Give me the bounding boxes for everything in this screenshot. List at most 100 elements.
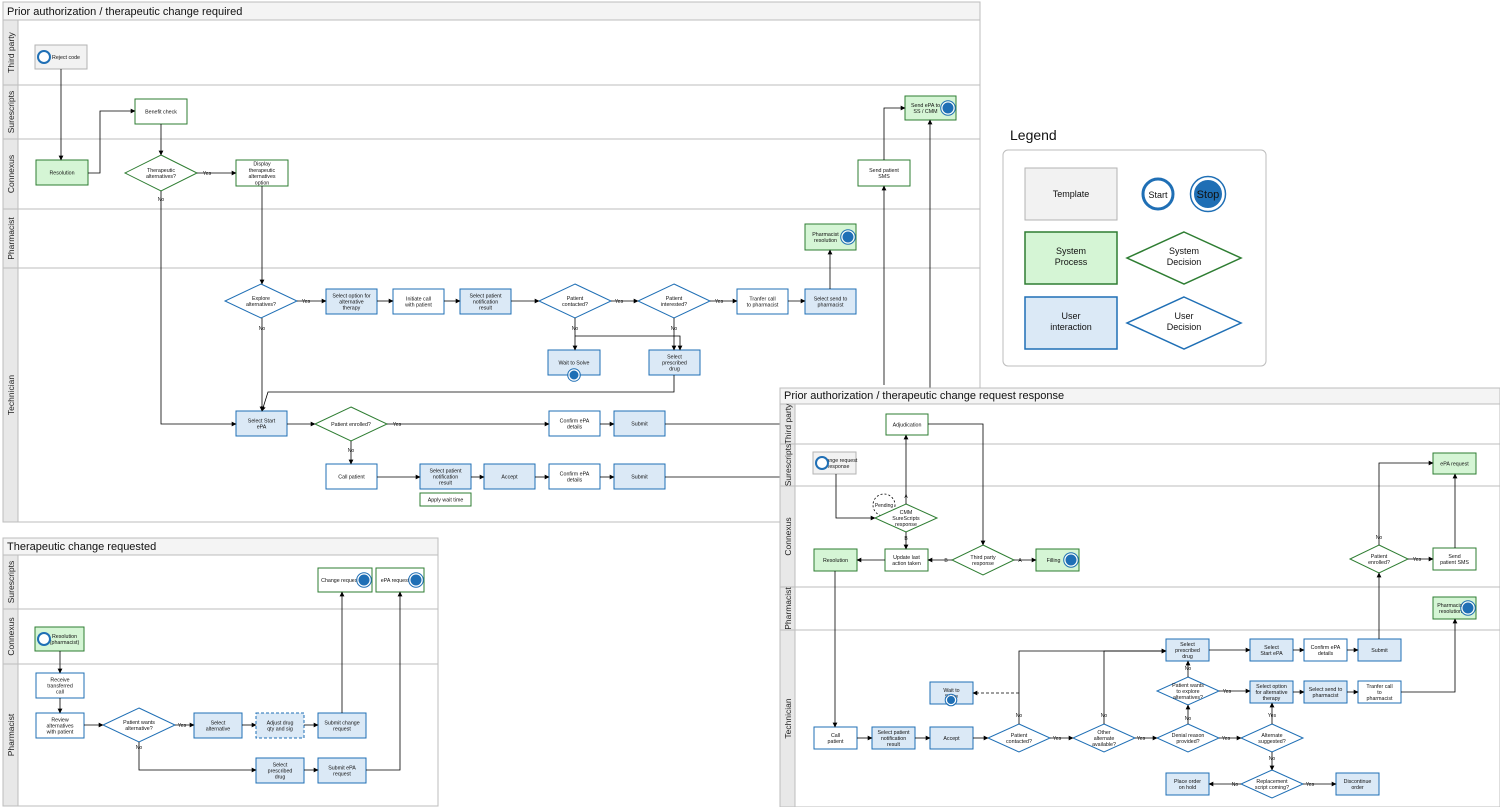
epa-request-2-label: ePA request <box>1440 462 1469 468</box>
edge-label-yes: Yes <box>1137 736 1146 742</box>
lane-label-connexus: Connexus <box>6 617 16 655</box>
stop-icon <box>944 693 958 707</box>
change-request-label: Change request <box>321 578 359 584</box>
resolution-1-label: Resolution <box>49 171 74 177</box>
flow-edge <box>575 335 683 351</box>
edge-label-a: A <box>1018 558 1022 564</box>
pool-title: Prior authorization / therapeutic change… <box>7 6 242 18</box>
pending-label: Pending <box>875 503 894 509</box>
edge-label-yes: Yes <box>1222 736 1231 742</box>
edge-label-yes: Yes <box>1413 557 1422 563</box>
edge-label-yes: Yes <box>178 723 187 729</box>
flow-edge <box>366 591 403 771</box>
display-alt-node <box>235 159 289 187</box>
flow-edge <box>160 191 237 427</box>
pool-therapeutic-change-requested: Therapeutic change requestedSurescriptsC… <box>2 537 439 807</box>
flow-edge <box>1103 648 1167 724</box>
pool-title: Therapeutic change requested <box>7 541 156 553</box>
flow-edge <box>88 108 136 174</box>
edge-label-no: No <box>1232 782 1239 788</box>
stop-icon <box>408 572 424 588</box>
select-option-1-node <box>325 288 378 315</box>
patient-enrolled-1-label: Patient enrolled? <box>331 422 371 428</box>
initiate-call-node <box>392 288 445 315</box>
edge-label-yes: Yes <box>302 299 311 305</box>
lane-label-pharmacist: Pharmacist <box>6 217 16 260</box>
other-alt-decision <box>1071 723 1137 753</box>
select-alternative-node <box>193 712 243 739</box>
resolution-3-label: Resolution <box>823 558 848 564</box>
lane-label-third-party: Third party <box>6 31 16 72</box>
lane-label-surescripts: Surescripts <box>6 561 16 604</box>
legend-item-stop-label: Stop <box>1197 189 1220 201</box>
resolution-pharm-label: Resolution(pharmacist) <box>50 634 80 646</box>
select-presc-1-node <box>648 349 701 376</box>
accept-1-label: Accept <box>501 475 518 481</box>
edge-label-a: A <box>904 494 908 500</box>
lane-label-connexus: Connexus <box>783 517 793 555</box>
reject-code-label: Reject code <box>52 55 80 61</box>
select-presc-2-node <box>255 757 305 784</box>
confirm-epa-1-node <box>548 410 601 437</box>
submit-1-node <box>613 410 666 437</box>
edge-label-b: B <box>944 558 948 564</box>
adjudication-label: Adjudication <box>893 423 922 429</box>
stop-icon <box>840 229 856 245</box>
replacement-script-decision <box>1239 769 1305 799</box>
adjust-drug-node <box>255 712 305 739</box>
accept-3-label: Accept <box>943 736 960 742</box>
lane-label-connexus: Connexus <box>6 155 16 193</box>
call-patient-1-node <box>325 463 378 490</box>
denial-reason-decision <box>1155 723 1221 753</box>
pool-title: Prior authorization / therapeutic change… <box>784 390 1064 402</box>
edge-label-yes: Yes <box>1223 689 1232 695</box>
stop-icon <box>1063 552 1079 568</box>
apply-wait-node <box>419 492 472 507</box>
stop-icon <box>940 100 956 116</box>
flow-edge <box>928 423 986 546</box>
pool-prior-authorization-therapeutic-change-required: Prior authorization / therapeutic change… <box>2 1 981 523</box>
select-send-1-node <box>804 288 857 315</box>
stop-icon <box>356 572 372 588</box>
edge-label-yes: Yes <box>615 299 624 305</box>
select-notif-2-node <box>419 463 472 490</box>
edge-label-yes: Yes <box>1306 782 1315 788</box>
flow-edge <box>1378 460 1434 545</box>
start-icon <box>815 456 829 470</box>
explore-alt-decision <box>223 283 299 319</box>
flow-edge <box>835 474 876 521</box>
lane-label-third-party: Third party <box>783 403 793 444</box>
